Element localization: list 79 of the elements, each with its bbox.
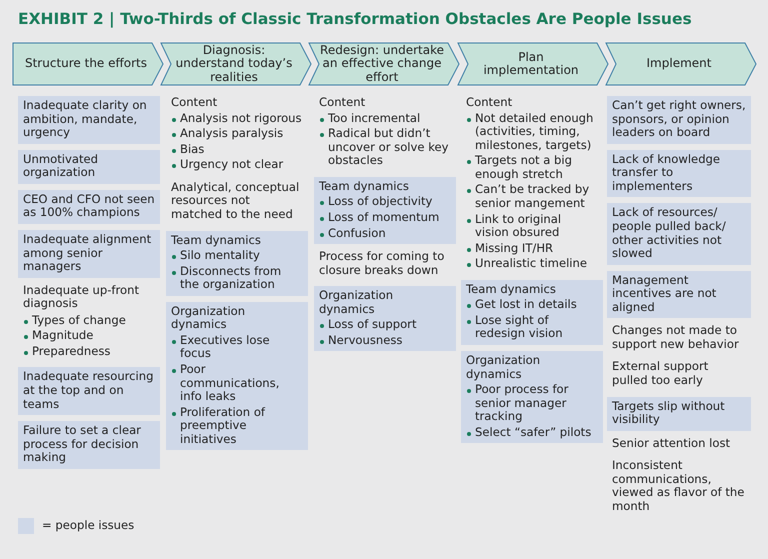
issue-text: Content [171,96,218,110]
bullet-text: Analysis paralysis [180,127,284,141]
issue-text: Management incentives are not aligned [612,274,718,314]
people-issue-box [314,286,456,352]
issue-text: Inadequate alignment among senior managers [23,232,152,274]
people-issue-box [461,351,603,444]
issue-text: Content [319,96,366,110]
issue-text: Process for coming to closure breaks down [319,250,446,278]
issue-text: External support pulled too early [612,360,710,388]
bullet-text: Targets not a big enough stretch [475,154,573,182]
bullet-text: Missing IT/HR [475,242,554,256]
bullet-text: Proliferation of preemptive initiatives [180,406,266,446]
chevron-step: Redesign: undertake an effective change effort [308,42,460,86]
people-issue-box [18,230,160,278]
people-issue-box [18,190,160,224]
bullet-text: Select “safer” pilots [475,426,592,440]
bullet-text: Disconnects from the organization [180,264,282,292]
bullet-text: Get lost in details [475,298,577,312]
people-issue-box [461,280,603,345]
bullet-text: Confusion [328,226,386,240]
people-issue-box [18,150,160,184]
issue-text: Inadequate clarity on ambition, mandate, urgency [23,99,148,140]
people-issue-box [607,203,751,265]
chevron-step: Plan implementation [457,42,609,86]
issue-text: Inconsistent communications, viewed as flavor of the month [612,459,746,514]
chevron-step: Diagnosis: understand today’s realities [160,42,312,86]
bullet-text: Silo mentality [180,249,260,263]
bullet-text: Unrealistic timeline [475,257,588,271]
bullet-text: Preparedness [32,344,110,358]
issue-text: Lack of resources/ people pulled back/ other activities not slowed [612,206,727,261]
issue-text: Lack of knowledge transfer to implementers [612,152,722,194]
people-issue-box [18,96,160,144]
bullet-text: Link to original vision obsured [475,212,562,240]
bullet-text: Can’t be tracked by senior mangement [475,183,590,210]
issue-text: Unmotivated organization [23,152,99,180]
issue-text: Targets slip without visibility [612,400,726,427]
bullet-text: Types of change [32,314,126,328]
people-issue-box [607,396,751,431]
bullet-text: Poor process for senior manager tracking [475,383,570,424]
bullet-text: Analysis not rigorous [180,112,302,126]
box-heading: Team dynamics [319,180,410,194]
issue-text: Inadequate resourcing at the top and on teams [23,370,154,412]
people-issue-box [166,230,308,296]
box-heading: Team dynamics [171,234,262,248]
bullet-text: Too incremental [328,112,420,126]
chevron-step: Structure the efforts [12,42,164,86]
issue-text: Senior attention lost [612,436,732,450]
bullet-text: Not detailed enough (activities, timing, milestones, targets) [475,112,594,152]
box-heading: Organization dynamics [466,354,542,382]
issue-text: CEO and CFO not seen as 100% champions [23,192,155,220]
bullet-text: Loss of objectivity [328,195,432,209]
bullet-text: Nervousness [328,334,402,348]
bullet-text: Poor communications, info leaks [180,363,280,404]
bullet-text: Loss of momentum [328,210,440,224]
box-heading: Team dynamics [466,282,557,296]
issue-text: Analytical, conceptual resources not matched to the need [171,180,300,222]
people-issue-box [607,270,751,318]
bullet-text: Urgency not clear [180,158,284,172]
issue-text: Failure to set a clear process for decision making [23,424,142,465]
people-issue-box [607,150,751,198]
bullet-text: Executives lose focus [180,334,271,361]
exhibit-title: EXHIBIT 2 | Two-Thirds of Classic Transformation Obstacles Are People Issues [18,10,692,28]
chevron-step: Implement [605,42,757,86]
bullet-text: Radical but didn’t uncover or solve key obstacles [328,127,450,168]
issue-text: Content [466,96,514,110]
box-heading: Organization dynamics [319,289,394,316]
issue-text: Inadequate up-front diagnosis [23,284,140,311]
bullet-text: Magnitude [32,329,94,343]
people-issue-box [18,421,160,469]
bullet-text: Lose sight of redesign vision [475,314,564,341]
bullet-text: Bias [180,142,204,156]
people-issue-box [18,367,160,416]
issue-text: Can’t get right owners, sponsors, or opinion leaders on board [612,99,746,140]
bullet-text: Loss of support [328,318,416,332]
box-heading: Organization dynamics [171,304,246,332]
people-issue-box [314,176,456,244]
legend-text: = people issues [42,519,134,533]
issue-text: Changes not made to support new behavior [612,324,740,352]
people-issue-box [166,302,308,450]
